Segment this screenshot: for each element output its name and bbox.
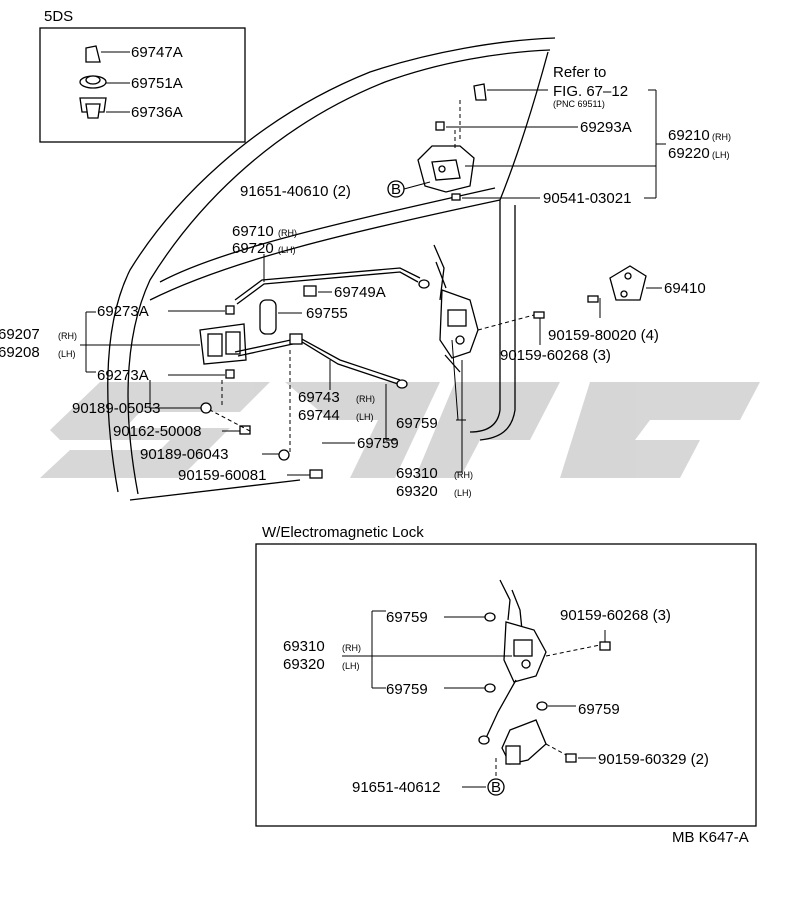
label-90159-60268: 90159-60268 (3) [500,347,611,364]
label-69755: 69755 [306,305,348,322]
label-69410: 69410 [664,280,706,297]
refer-line2: FIG. 67–12 [553,83,628,100]
label-90189-05053: 90189-05053 [72,400,160,417]
refer-line1: Refer to [553,64,606,81]
suffix-lh-69744: (LH) [356,412,374,422]
screw-90541-icon [451,193,461,201]
striker-69410-icon [609,265,647,301]
suffix-lh-69720: (LH) [278,245,296,255]
label-69310: 69310 [396,465,438,482]
rod-holder-icon [289,333,303,345]
suffix-rh-69207: (RH) [58,331,77,341]
suffix-lh-69208: (LH) [58,349,76,359]
suffix-rh-69710: (RH) [278,228,297,238]
suffix-lh-69220: (LH) [712,150,730,160]
em-suffix-rh-69310: (RH) [342,643,361,653]
screw-em-90159-60268-icon [599,641,611,651]
clip-69273A-bottom-icon [225,369,235,379]
screw-90162-50008-icon [239,425,251,435]
variant-item-2: 69751A [131,75,183,92]
door-lock-assembly-icon [396,244,479,389]
em-lock-box [255,543,757,827]
suffix-rh-69210: (RH) [712,132,731,142]
variant-box [39,27,246,143]
label-90189-06043: 90189-06043 [140,446,228,463]
bolt-marker-text: B [391,181,401,198]
em-label-69759-1: 69759 [386,609,428,626]
label-69220: 69220 [668,145,710,162]
clip-icon [85,45,101,63]
em-label-90159-60268: 90159-60268 (3) [560,607,671,624]
suffix-rh-69743: (RH) [356,394,375,404]
rod-clip-69749A-icon [303,285,317,297]
inside-handle-icon [199,323,247,365]
em-label-69310: 69310 [283,638,325,655]
bolt-marker-B: B [387,180,405,198]
label-69207: 69207 [0,326,40,343]
door-outline [107,37,556,501]
screw-90159-60268-icon [533,311,545,319]
label-90159-80020: 90159-80020 (4) [548,327,659,344]
label-69759-a: 69759 [396,415,438,432]
label-69710: 69710 [232,223,274,240]
screw-90159-80020-icon [587,295,599,303]
bushing-icon [79,97,107,119]
clip-69273A-top-icon [225,305,235,315]
label-69720: 69720 [232,240,274,257]
label-69293A: 69293A [580,119,632,136]
em-label-91651-40612: 91651-40612 [352,779,440,796]
label-69273A-bottom: 69273A [97,367,149,384]
label-69320: 69320 [396,483,438,500]
em-lock-assembly-icon [478,579,548,745]
em-bolt-marker-text: B [491,779,501,796]
em-label-69320: 69320 [283,656,325,673]
em-bolt-marker-B: B [487,778,505,796]
label-91651-40610: 91651-40610 (2) [240,183,351,200]
em-label-69759-2: 69759 [386,681,428,698]
label-69749A: 69749A [334,284,386,301]
cover-69755-icon [259,299,277,335]
label-90159-60081: 90159-60081 [178,467,266,484]
figure-code: MB K647-A [672,829,749,846]
em-lock-title: W/Electromagnetic Lock [262,524,424,541]
label-69743: 69743 [298,389,340,406]
screw-90159-60329-icon [565,753,577,763]
label-90162-50008: 90162-50008 [113,423,201,440]
label-90541-03021: 90541-03021 [543,190,631,207]
label-69210: 69210 [668,127,710,144]
screw-90189-06043-icon [278,449,290,461]
suffix-rh-69310: (RH) [454,470,473,480]
screw-90159-60081-icon [309,469,323,479]
suffix-lh-69320: (LH) [454,488,472,498]
refer-line3: (PNC 69511) [553,99,605,109]
label-69744: 69744 [298,407,340,424]
variant-item-3: 69736A [131,104,183,121]
label-69208: 69208 [0,344,40,361]
variant-box-title: 5DS [44,8,73,25]
watermark [40,382,760,478]
screw-90189-05053-icon [200,402,212,414]
em-label-90159-60329: 90159-60329 (2) [598,751,709,768]
em-suffix-lh-69320: (LH) [342,661,360,671]
outer-handle-icon [417,145,475,193]
em-label-69759-3: 69759 [578,701,620,718]
clip-69293A-icon [435,121,445,131]
label-69759-b: 69759 [357,435,399,452]
variant-item-1: 69747A [131,44,183,61]
key-cylinder-rod-icon [473,83,487,101]
label-69273A-top: 69273A [97,303,149,320]
actuator-motor-icon [501,719,547,765]
grommet-icon [79,75,107,89]
